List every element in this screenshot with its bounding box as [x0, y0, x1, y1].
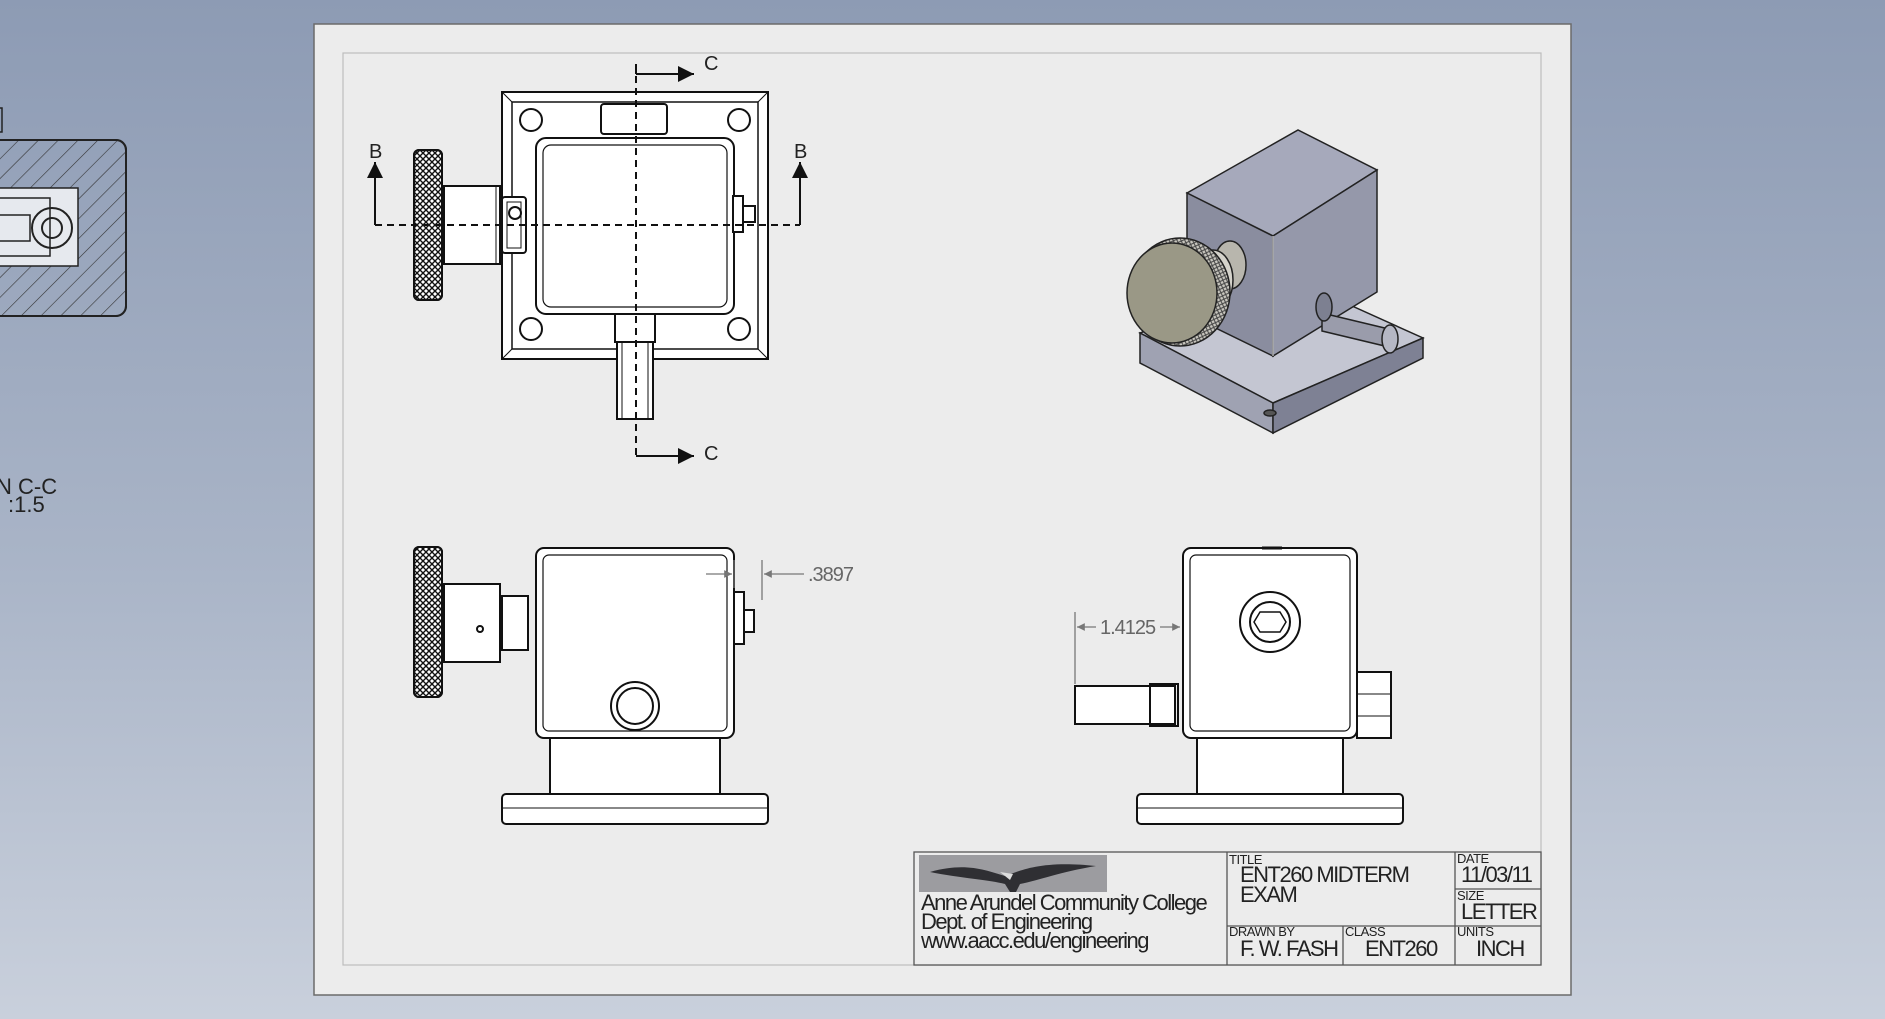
size-field-value[interactable]: LETTER	[1461, 899, 1538, 924]
dimension-front-offset[interactable]: .3897	[808, 564, 855, 586]
section-label-c-top: C	[704, 53, 718, 75]
section-label-c-bottom: C	[704, 443, 718, 465]
date-field-label: DATE	[1457, 851, 1490, 866]
size-field-label: SIZE	[1457, 888, 1485, 903]
dimension-side-offset[interactable]: 1.4125	[1100, 617, 1157, 639]
date-field-value[interactable]: 11/03/11	[1461, 862, 1534, 887]
units-field-label: UNITS	[1457, 924, 1494, 939]
drawn-by-label: DRAWN BY	[1229, 924, 1295, 939]
title-field-line1[interactable]: ENT260 MIDTERM	[1240, 862, 1410, 887]
offsheet-section-label: N C-C	[0, 474, 57, 499]
title-field-label: TITLE	[1229, 852, 1263, 867]
section-line-markers	[367, 64, 808, 464]
eagle-logo	[919, 855, 1107, 892]
isometric-view[interactable]	[1126, 129, 1425, 435]
class-field-value[interactable]: ENT260	[1365, 936, 1439, 961]
title-block-college: Anne Arundel Community College	[921, 890, 1207, 915]
offsheet-section-view[interactable]	[0, 107, 127, 317]
side-offset-dimension	[1074, 612, 1180, 684]
front-view[interactable]	[413, 546, 769, 825]
units-field-value[interactable]: INCH	[1476, 936, 1526, 961]
title-field-line2[interactable]: EXAM	[1240, 882, 1298, 907]
drawn-by-value[interactable]: F. W. FASH	[1240, 936, 1340, 961]
offsheet-scale-label: :1.5	[8, 492, 45, 517]
side-view[interactable]	[1074, 546, 1404, 825]
front-offset-dimension	[706, 560, 804, 600]
title-block-dept: Dept. of Engineering	[921, 909, 1092, 934]
section-label-b-left: B	[369, 141, 382, 163]
title-block-url: www.aacc.edu/engineering	[920, 928, 1148, 953]
class-field-label: CLASS	[1345, 924, 1386, 939]
top-view[interactable]	[375, 64, 800, 456]
section-label-b-right: B	[794, 141, 807, 163]
